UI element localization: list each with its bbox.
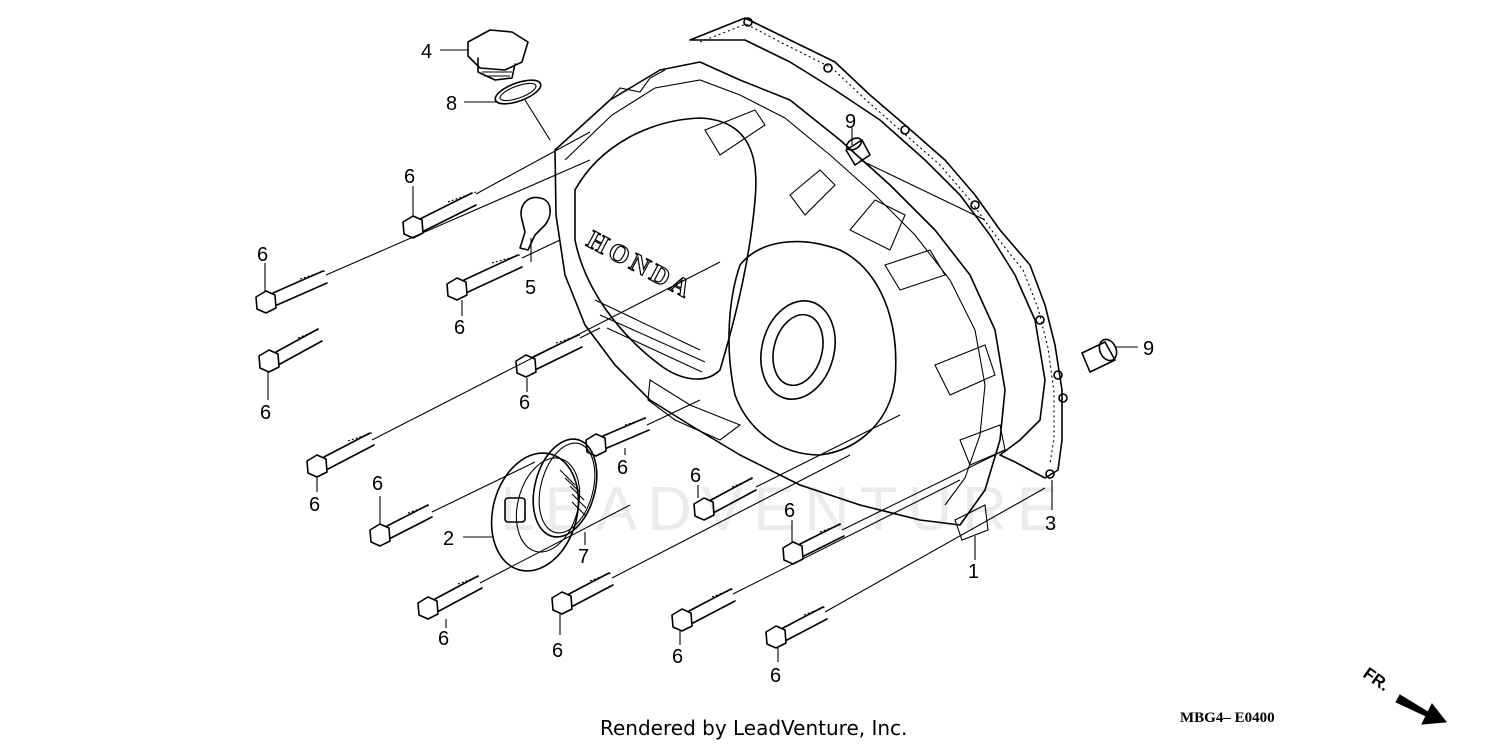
- callout-6-d: 6: [260, 402, 271, 424]
- bolt-3[interactable]: [446, 254, 523, 301]
- oil-filler-cap-part-4[interactable]: [467, 29, 529, 81]
- callout-9-upper: 9: [845, 111, 856, 133]
- callout-6-h: 6: [372, 473, 383, 495]
- callout-9-right: 9: [1143, 338, 1154, 360]
- bolt-14[interactable]: [765, 606, 828, 649]
- honda-brand-logo: HONDA: [582, 225, 699, 305]
- flange-bolts-part-6[interactable]: [255, 191, 845, 649]
- callout-6-l: 6: [552, 640, 563, 662]
- callout-6-b: 6: [257, 244, 268, 266]
- callout-1: 1: [968, 561, 979, 583]
- front-direction-indicator: FR.: [1360, 664, 1447, 725]
- callout-leaders: [264, 49, 1138, 662]
- o-ring-part-8[interactable]: [492, 75, 543, 108]
- bolt-9[interactable]: [693, 477, 757, 521]
- callout-4: 4: [421, 41, 432, 63]
- callout-6-a: 6: [404, 166, 415, 188]
- bolt-8[interactable]: [369, 504, 433, 547]
- front-arrow-icon: [1395, 694, 1447, 725]
- callout-6-i: 6: [309, 494, 320, 516]
- callout-7: 7: [578, 546, 589, 568]
- dowel-pin-part-9-upper[interactable]: [845, 136, 871, 166]
- bolt-13[interactable]: [671, 588, 736, 632]
- callout-6-e: 6: [519, 392, 530, 414]
- bolt-12[interactable]: [551, 572, 614, 615]
- callout-6-n: 6: [770, 665, 781, 687]
- front-label: FR.: [1360, 664, 1393, 695]
- bolt-2[interactable]: [255, 270, 328, 314]
- bolt-11[interactable]: [417, 575, 483, 620]
- bolt-6[interactable]: [306, 432, 375, 478]
- timing-hole-cap-part-2[interactable]: [479, 443, 591, 581]
- bolt-5[interactable]: [515, 334, 583, 378]
- bolt-7[interactable]: [585, 417, 650, 457]
- callout-6-j: 6: [784, 500, 795, 522]
- callout-2: 2: [443, 528, 454, 550]
- callout-6-c: 6: [454, 317, 465, 339]
- callout-labels: 4 8 9 6 6 5 6 9 6 6 6 6 6 6 6 3 2 7 1 6 …: [257, 41, 1154, 687]
- callout-6-g: 6: [690, 465, 701, 487]
- dowel-pin-part-9-right[interactable]: [1081, 337, 1120, 373]
- alignment-lines: [325, 99, 1046, 613]
- clamp-part-5[interactable]: [519, 196, 551, 251]
- callout-6-k: 6: [438, 628, 449, 650]
- o-ring-part-7[interactable]: [523, 432, 607, 544]
- callout-6-m: 6: [672, 646, 683, 668]
- callout-8: 8: [446, 93, 457, 115]
- diagram-code: MBG4– E0400: [1180, 710, 1275, 726]
- bolt-4[interactable]: [258, 328, 323, 373]
- callout-6-f: 6: [617, 457, 628, 479]
- callout-3: 3: [1045, 513, 1056, 535]
- rendered-by-credit: Rendered by LeadVenture, Inc.: [600, 716, 908, 740]
- callout-5: 5: [525, 277, 536, 299]
- gasket-part-3[interactable]: [689, 17, 1068, 479]
